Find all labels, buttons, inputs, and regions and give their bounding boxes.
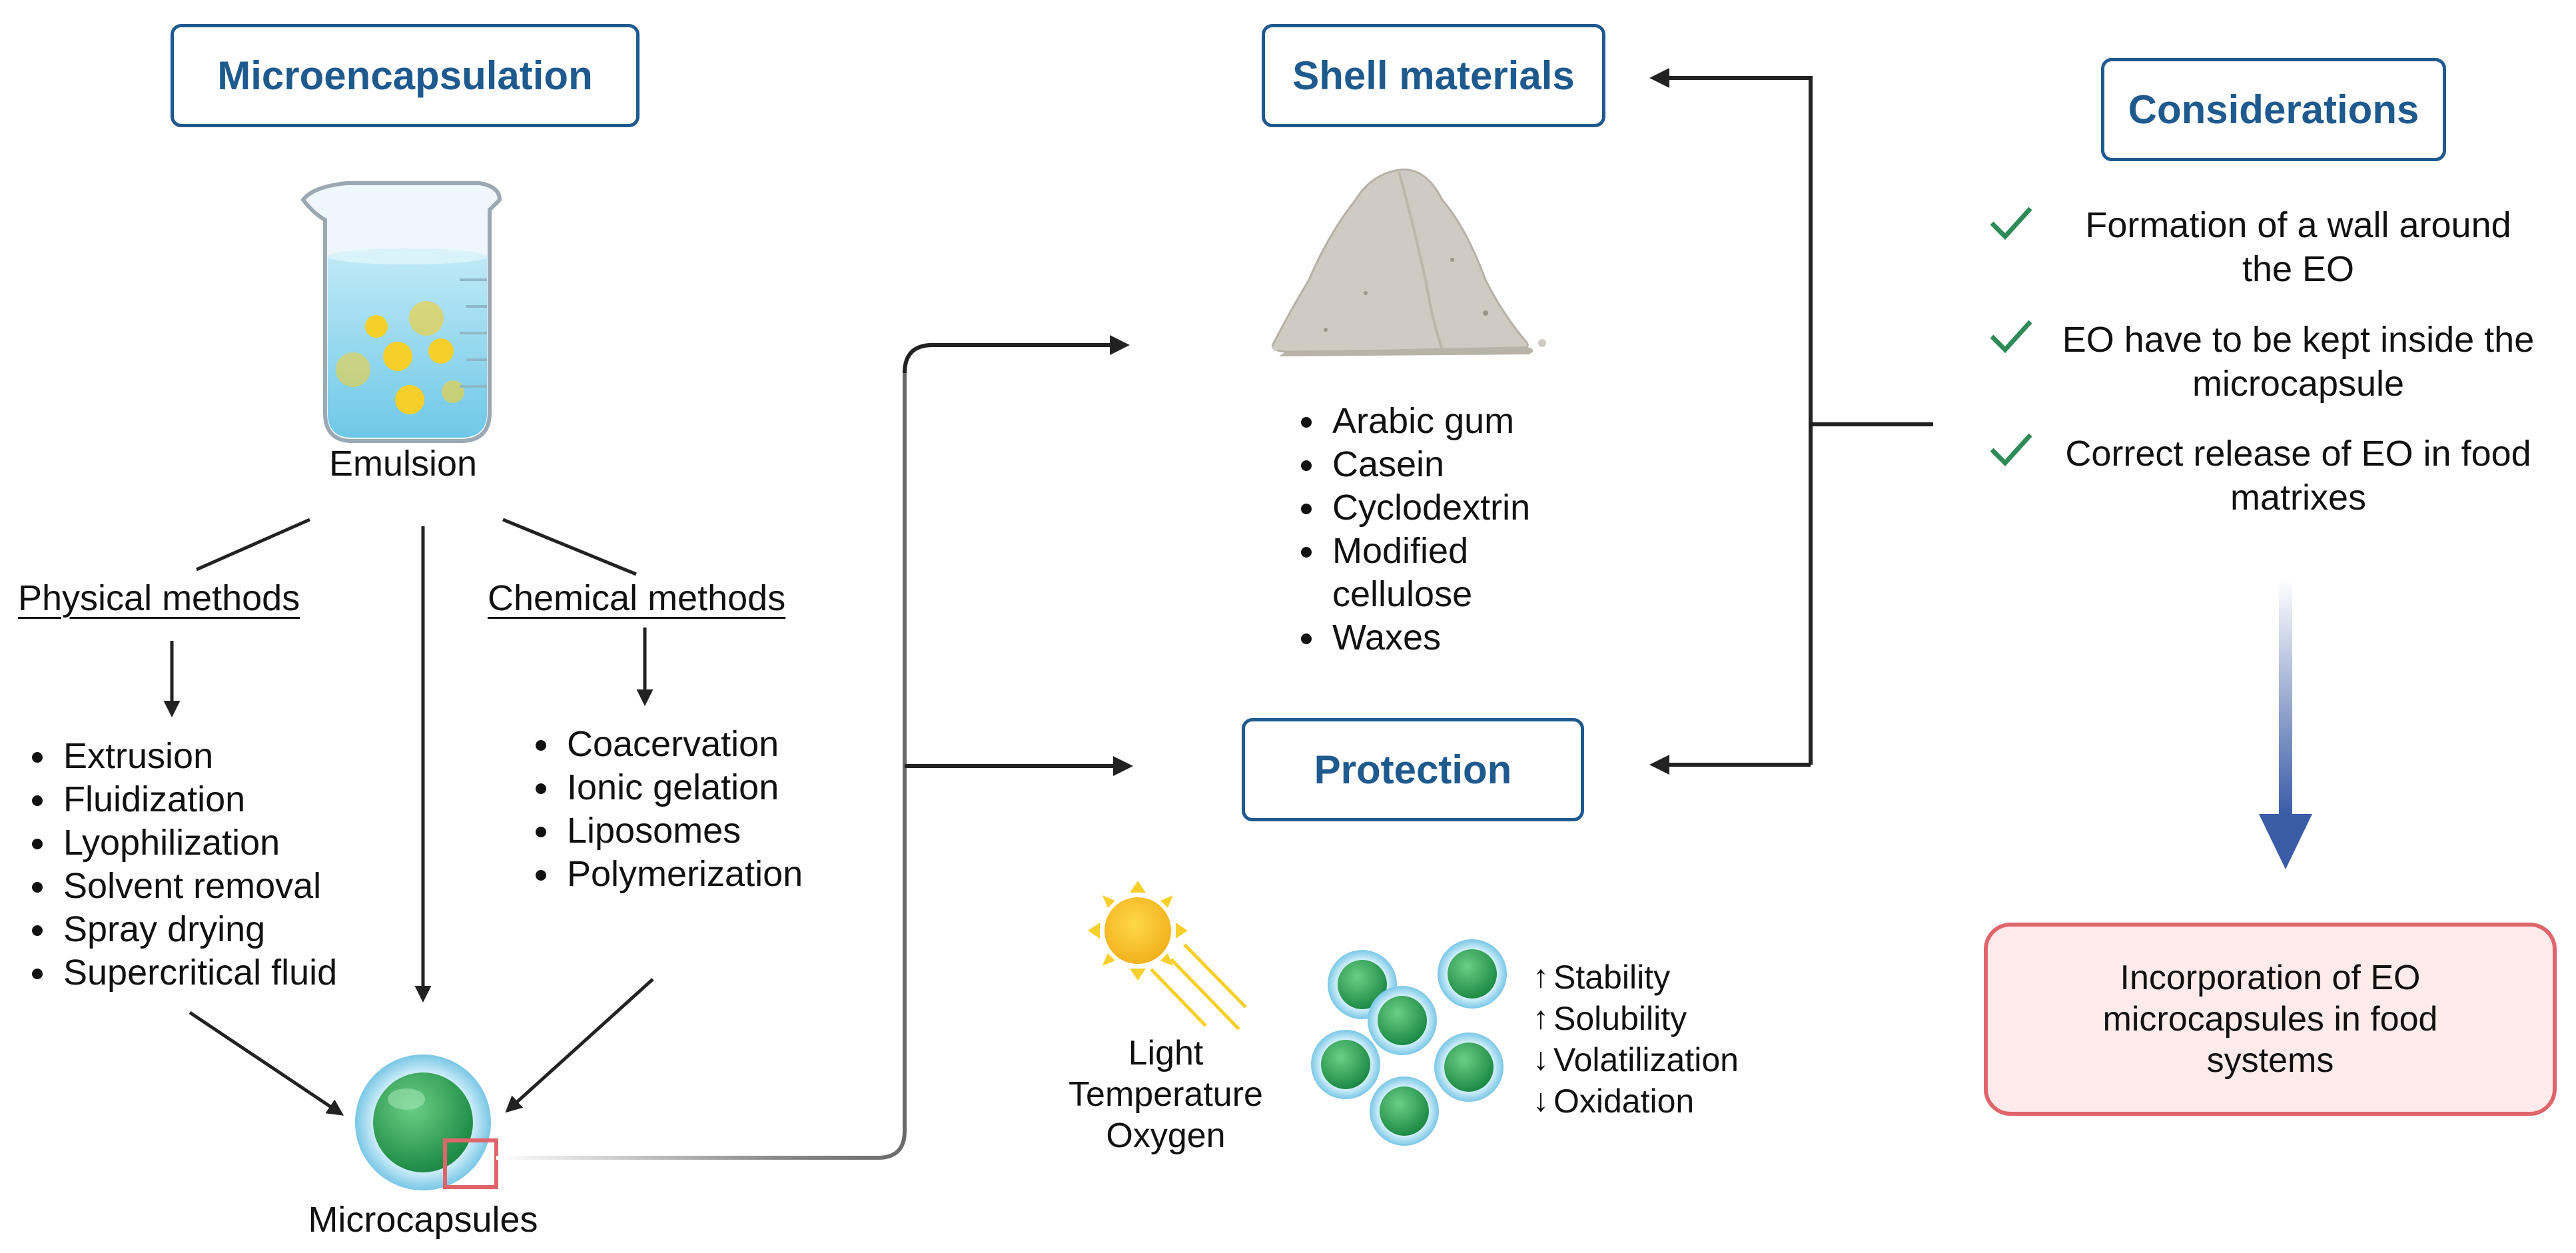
check-icon: [1990, 207, 2032, 240]
microcapsules-label: Microcapsules: [308, 1200, 538, 1240]
list-item: Modified cellulose: [1327, 530, 1486, 616]
shell-materials-list: Arabic gum Casein Cyclodextrin Modified …: [1287, 400, 1567, 659]
powder-pile-icon: [1272, 169, 1546, 356]
list-item: Ionic gelation: [562, 766, 803, 809]
up-arrow-icon: ↑: [1533, 959, 1549, 995]
consideration-line: the EO: [2242, 249, 2355, 289]
list-item: Liposomes: [562, 809, 803, 853]
list-item: Arabic gum: [1327, 400, 1567, 443]
list-item: Polymerization: [562, 853, 803, 896]
list-item: Spray drying: [58, 908, 337, 951]
consideration-item: EO have to be kept inside the microcapsu…: [2038, 318, 2558, 406]
consideration-line: microcapsule: [2192, 364, 2405, 404]
effect-volatilization: ↓Volatilization: [1531, 1039, 1739, 1080]
emulsion-branch-lines: [163, 518, 654, 1116]
down-arrow-icon: ↓: [1533, 1083, 1549, 1118]
capsule-cluster-icon: [1311, 939, 1507, 1146]
effect-label: Solubility: [1553, 1000, 1687, 1037]
microencapsulation-title: Microencapsulation: [171, 24, 640, 127]
protection-effects: ↑Stability ↑Solubility ↓Volatilization ↓…: [1531, 957, 1739, 1122]
sun-icon: [1088, 881, 1247, 1031]
consideration-item: Correct release of EO in food matrixes: [2038, 432, 2558, 520]
list-item: Coacervation: [562, 723, 803, 766]
list-item: Waxes: [1327, 616, 1567, 659]
effect-stability: ↑Stability: [1531, 957, 1739, 998]
list-item: Casein: [1327, 443, 1567, 486]
list-item: Lyophilization: [58, 821, 337, 865]
consideration-item: Formation of a wall around the EO: [2038, 203, 2558, 291]
effect-label: Stability: [1553, 959, 1671, 996]
list-item: Solvent removal: [58, 865, 337, 908]
check-icon: [1990, 320, 2032, 354]
effect-solubility: ↑Solubility: [1531, 998, 1739, 1039]
outcome-box: Incorporation of EO microcapsules in foo…: [1984, 923, 2557, 1116]
list-item: Cyclodextrin: [1327, 486, 1567, 530]
outcome-line: systems: [2206, 1041, 2334, 1080]
check-icon: [1990, 433, 2032, 467]
outcome-line: Incorporation of EO: [2120, 959, 2421, 997]
effect-label: Oxidation: [1553, 1082, 1695, 1120]
consideration-line: matrixes: [2230, 478, 2367, 518]
consideration-line: Correct release of EO in food: [2065, 434, 2531, 474]
effect-label: Volatilization: [1553, 1041, 1739, 1078]
factor-temperature: Temperature: [1069, 1075, 1263, 1114]
factor-oxygen: Oxygen: [1106, 1116, 1226, 1155]
beaker-icon: [300, 181, 502, 443]
microcapsule-icon: [355, 1054, 498, 1190]
protection-title: Protection: [1242, 718, 1584, 821]
list-item: Extrusion: [58, 735, 337, 778]
list-item: Fluidization: [58, 778, 337, 821]
outcome-line: microcapsules in food: [2102, 1000, 2438, 1039]
consideration-line: EO have to be kept inside the: [2062, 320, 2535, 360]
up-arrow-icon: ↑: [1533, 1001, 1549, 1036]
physical-methods-list: Extrusion Fluidization Lyophilization So…: [18, 735, 337, 995]
considerations-bracket: [1649, 68, 1933, 775]
considerations-title: Considerations: [2101, 58, 2446, 161]
physical-methods-heading: Physical methods: [18, 578, 300, 618]
down-arrow-icon: [2259, 580, 2312, 869]
consideration-line: Formation of a wall around: [2085, 205, 2511, 245]
connector-lines: [496, 335, 1133, 1160]
chemical-methods-heading: Chemical methods: [488, 578, 786, 618]
down-arrow-icon: ↓: [1533, 1042, 1549, 1077]
emulsion-label: Emulsion: [328, 444, 478, 484]
protection-factors: Light Temperature Oxygen: [1046, 1033, 1286, 1156]
effect-oxidation: ↓Oxidation: [1531, 1080, 1739, 1122]
chemical-methods-list: Coacervation Ionic gelation Liposomes Po…: [522, 723, 803, 896]
factor-light: Light: [1128, 1034, 1204, 1072]
shell-materials-title: Shell materials: [1262, 24, 1605, 127]
list-item: Supercritical fluid: [58, 951, 337, 995]
